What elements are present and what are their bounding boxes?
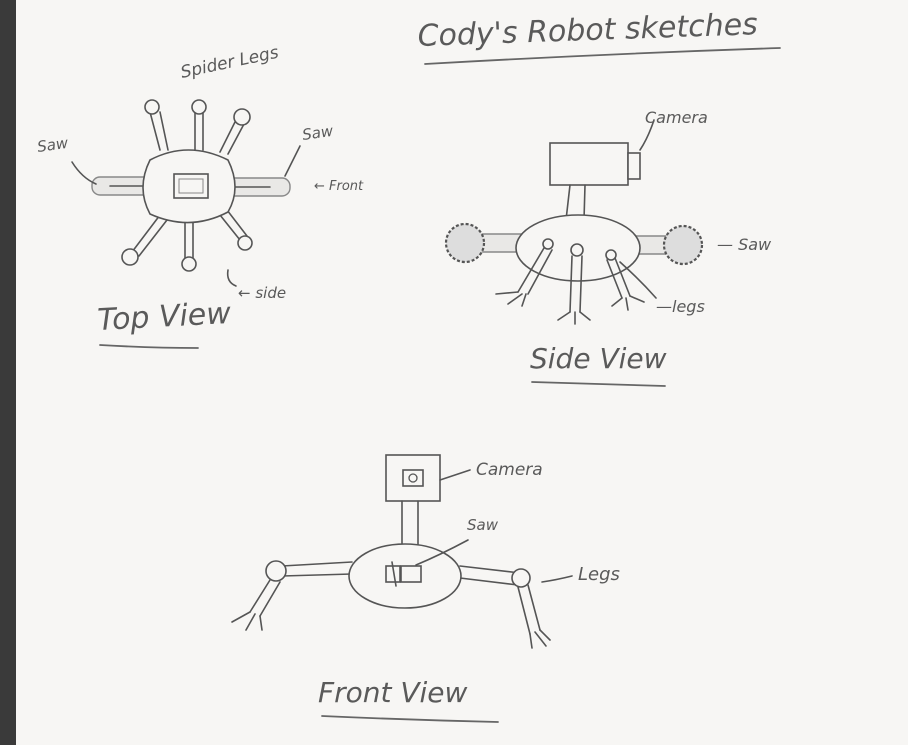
label-side-legs: —legs [656, 297, 705, 316]
label-front-camera: Camera [476, 460, 543, 480]
page-title: Cody's Robot sketches [417, 7, 758, 54]
title-underline [424, 47, 781, 65]
side-camera-post [565, 184, 586, 221]
label-front-legs: Legs [578, 564, 620, 585]
top-view-underline [99, 344, 199, 349]
label-side-saw: — Saw [717, 235, 772, 254]
front-view-underline [321, 715, 499, 723]
label-side-camera: Camera [645, 108, 708, 127]
side-camera-lens [627, 152, 641, 180]
caption-front-view: Front View [318, 676, 468, 709]
label-top-saw-left: Saw [36, 134, 70, 156]
top-body-panel [173, 173, 209, 199]
front-camera-post [401, 500, 419, 546]
front-legs [231, 560, 551, 649]
caption-side-view: Side View [530, 342, 667, 375]
side-camera [549, 142, 629, 186]
label-front-saw: Saw [467, 516, 499, 534]
side-saw-right [662, 224, 704, 266]
caption-top-view: Top View [97, 296, 233, 338]
top-spider-legs [121, 99, 253, 272]
top-view-drawing [71, 99, 301, 287]
side-legs [495, 238, 645, 325]
front-view-drawing [231, 454, 573, 649]
label-spider-legs: Spider Legs [179, 43, 281, 83]
side-saw-left [444, 222, 486, 264]
label-top-side: ← side [238, 284, 286, 302]
side-view-underline [531, 381, 666, 387]
side-view-drawing [444, 119, 704, 325]
label-top-saw-right: Saw [301, 122, 335, 144]
label-top-front: ← Front [314, 179, 364, 194]
